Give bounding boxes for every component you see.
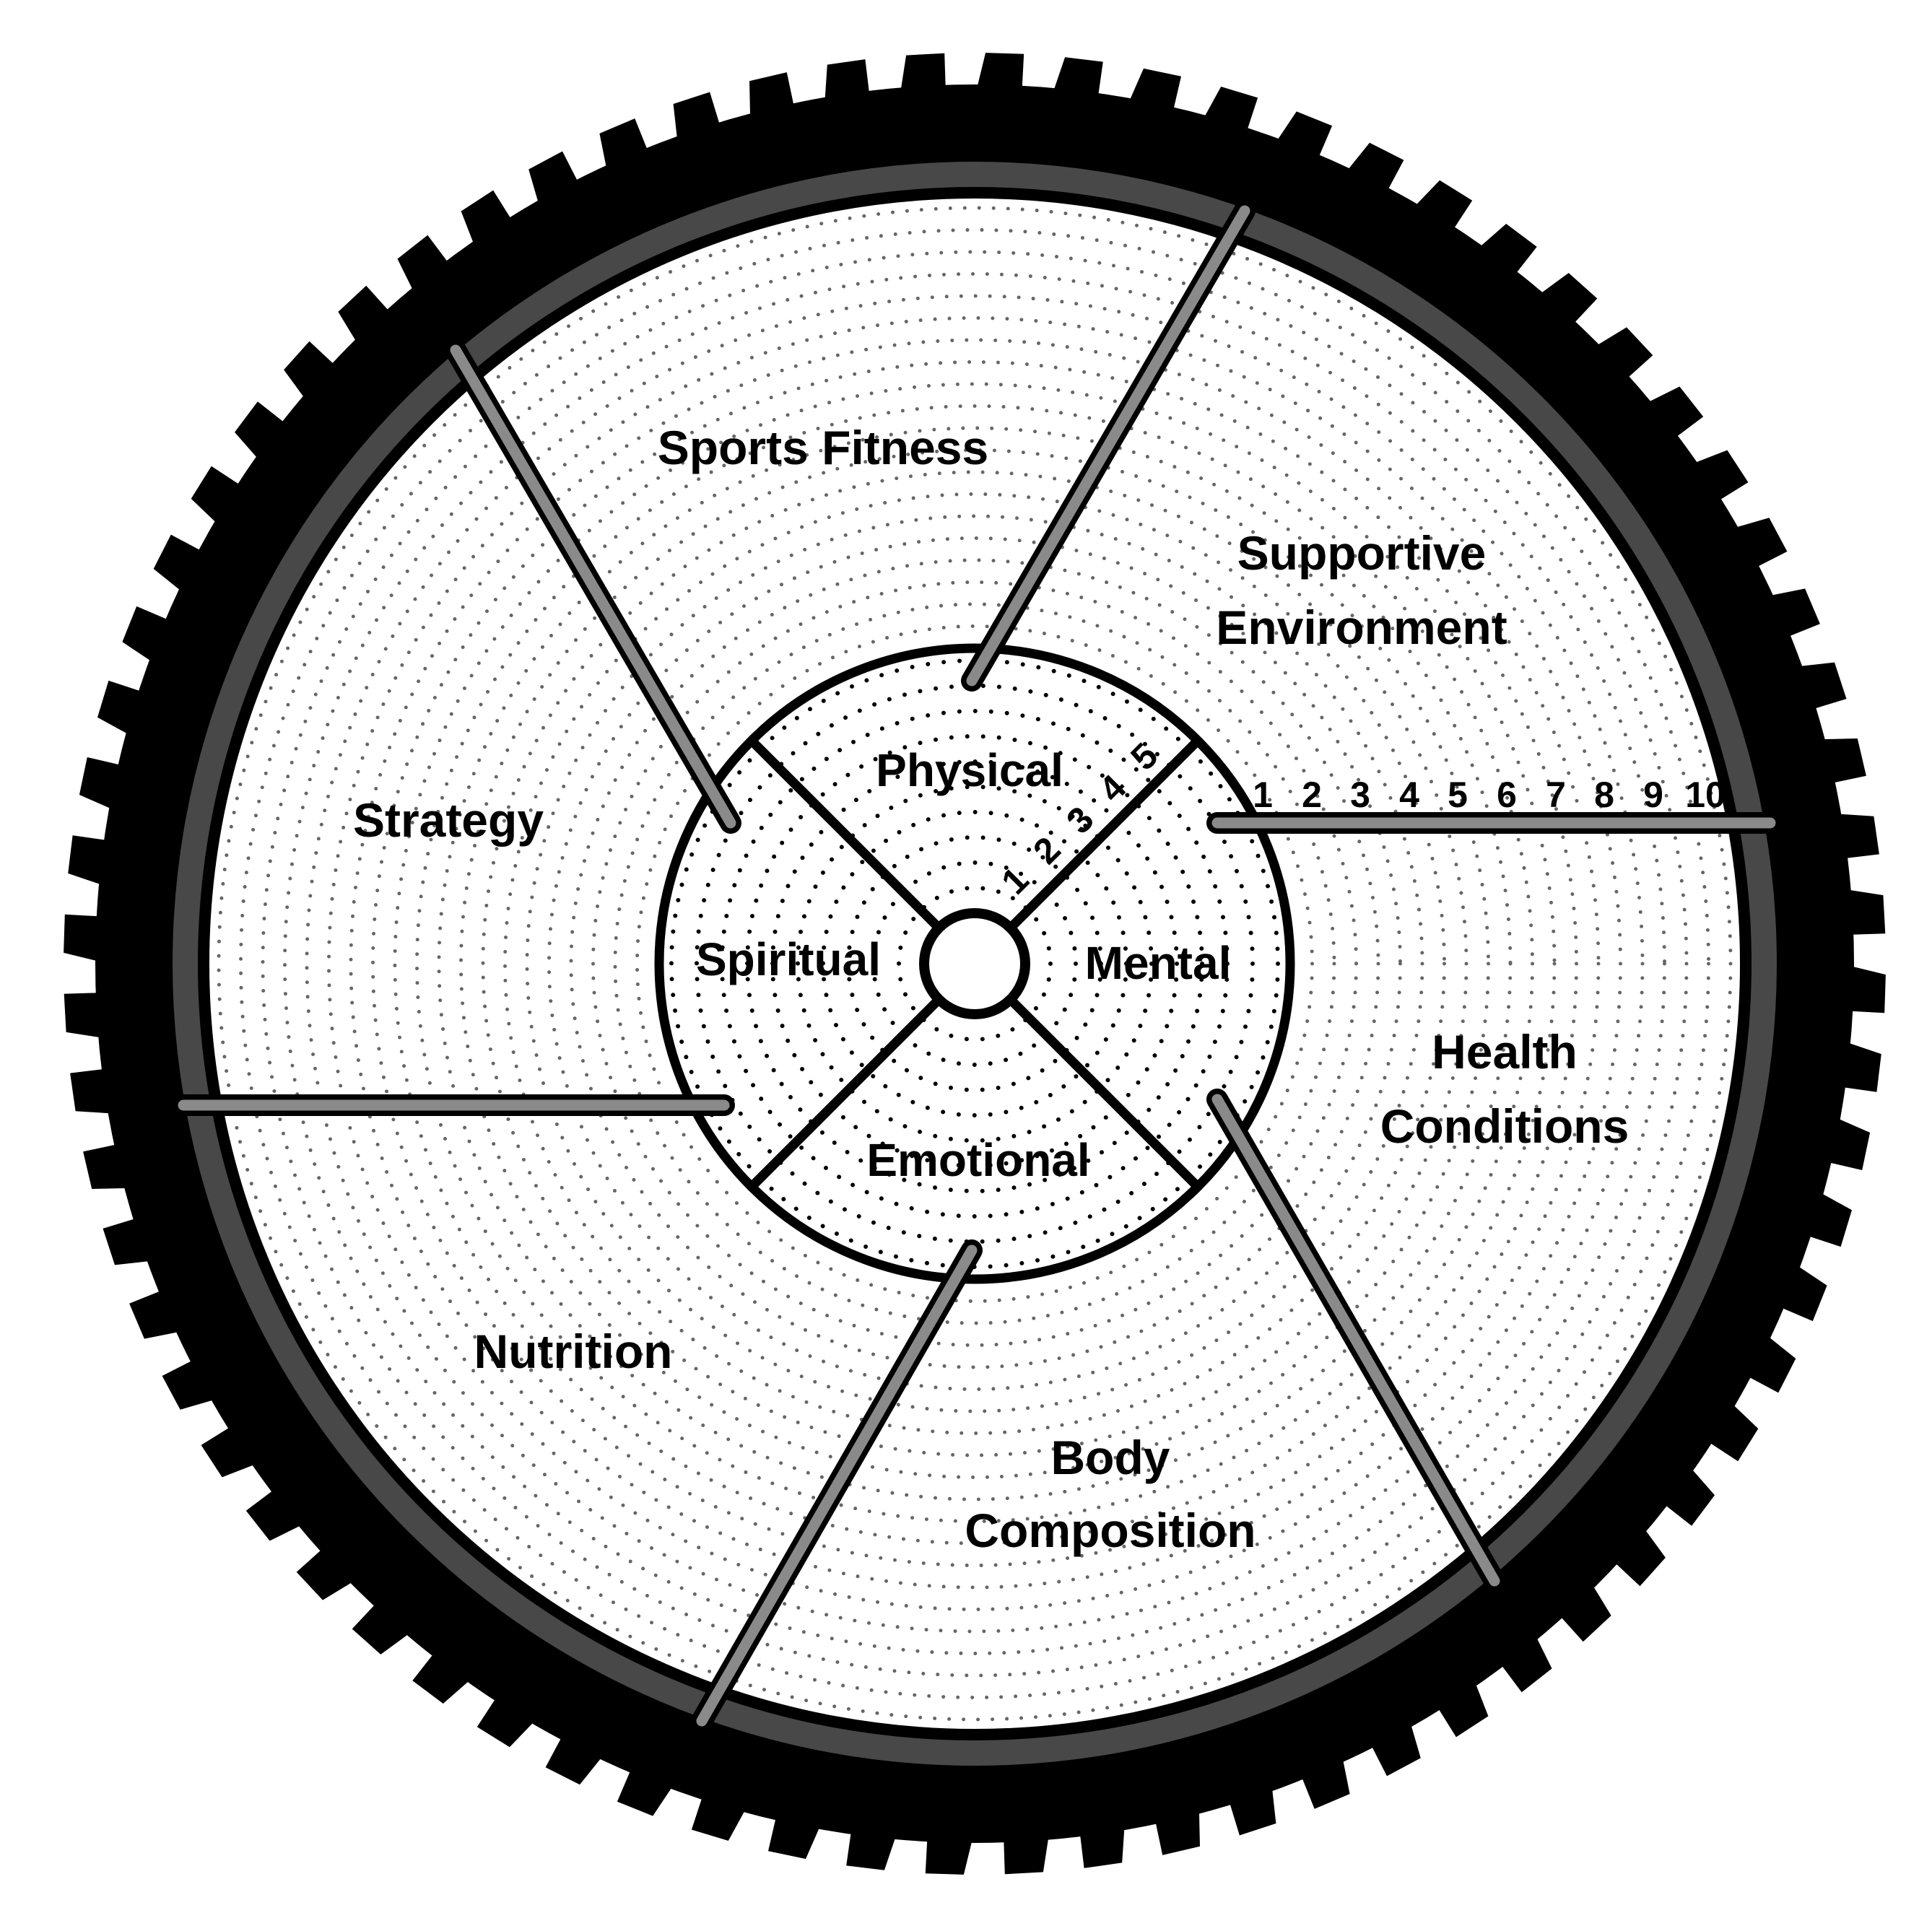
label-mental: Mental [1085,937,1232,989]
label-supportive: Supportive [1237,526,1487,580]
dotted-ring [217,206,1733,1722]
tread-block [1656,1460,1715,1526]
inner-dividers [748,737,1201,1190]
dotted-ring [349,338,1601,1590]
outer-scale-5: 5 [1448,775,1468,815]
divider-line [1006,995,1201,1190]
label-body: Body [1051,1431,1170,1484]
outer-scale: 1 2 3 4 5 6 7 8 9 10 [1253,775,1726,815]
outer-scale-6: 6 [1497,775,1517,815]
spoke [961,200,1256,692]
spoke-fill [966,205,1250,686]
dotted-ring [720,709,1230,1219]
dotted-ring [613,602,1336,1325]
dotted-ring [796,785,1154,1143]
tread-block [1494,1627,1552,1693]
dotted-ring [897,886,1053,1042]
tread-block [284,341,342,407]
inner-circle [654,643,1295,1284]
tread-block [245,1483,311,1541]
outer-scale-10: 10 [1685,775,1726,815]
label-conditions: Conditions [1380,1099,1629,1153]
dotted-ring [695,684,1255,1244]
dotted-ring [481,470,1468,1457]
dotted-ring [591,580,1358,1347]
tread-block [201,1421,265,1478]
tread-block [397,235,455,300]
tread-block [1531,273,1598,331]
tread-block [352,1596,418,1655]
outer-scale-2: 2 [1302,775,1322,815]
dotted-ring [371,360,1578,1567]
tread-block [1553,1576,1611,1642]
dotted-ring [547,536,1402,1391]
divider-line [748,995,943,1190]
label-strategy: Strategy [353,793,544,847]
inner-dotted-rings [669,658,1280,1269]
tread-block [235,401,293,467]
tread-block [296,1542,362,1600]
outer-dotted-rings [217,206,1733,1722]
divider-line [1006,737,1201,932]
dotted-ring [393,382,1557,1546]
tread-block [1587,327,1653,385]
tread-block [1607,1520,1666,1587]
spoke-fill [450,344,736,829]
label-health: Health [1432,1025,1578,1078]
outer-scale-1: 1 [1253,775,1273,815]
divider-line [748,737,943,932]
dotted-ring [569,558,1380,1369]
dotted-ring [261,250,1689,1678]
dotted-ring [846,835,1103,1092]
label-emotional: Emotional [866,1134,1089,1186]
outer-scale-3: 3 [1350,775,1370,815]
label-environment: Environment [1216,601,1507,654]
dotted-ring [415,404,1534,1523]
dotted-ring [305,294,1645,1634]
label-physical: Physical [876,744,1063,796]
tread-block [338,285,396,352]
spoke-fill [696,1245,978,1727]
outer-scale-9: 9 [1643,775,1663,815]
spoke [445,339,741,834]
tread-block [1471,224,1537,282]
dotted-ring [437,426,1513,1501]
tread-block [1700,1397,1759,1462]
outer-scale-8: 8 [1594,775,1614,815]
dotted-ring [635,624,1314,1303]
spokes [173,200,1781,1732]
label-sports-fitness: Sports Fitness [658,421,988,474]
tread-block [191,466,249,531]
tread-block [1408,180,1473,238]
hub [919,908,1030,1019]
dotted-ring [459,448,1490,1479]
label-nutrition: Nutrition [474,1325,673,1378]
dotted-ring [503,492,1446,1435]
label-spiritual: Spiritual [696,933,881,985]
dotted-ring [327,316,1622,1611]
tread-block [461,190,517,254]
dotted-ring [745,734,1204,1193]
dotted-ring [283,272,1666,1655]
tread-block [412,1645,478,1704]
dotted-ring [770,759,1179,1168]
spoke [691,1239,983,1732]
spoke-fill [1211,1094,1500,1587]
outer-scale-7: 7 [1546,775,1566,815]
tread-block [1432,1673,1489,1738]
dotted-ring [239,228,1710,1699]
tread-block [477,1689,541,1748]
outer-scale-4: 4 [1399,775,1419,815]
dotted-ring [871,860,1078,1067]
tread-block [1684,450,1749,506]
label-composition: Composition [965,1504,1256,1557]
spoke [1206,1089,1505,1592]
tread-block [1638,386,1704,444]
dotted-ring [525,514,1424,1413]
dotted-ring [821,810,1128,1117]
